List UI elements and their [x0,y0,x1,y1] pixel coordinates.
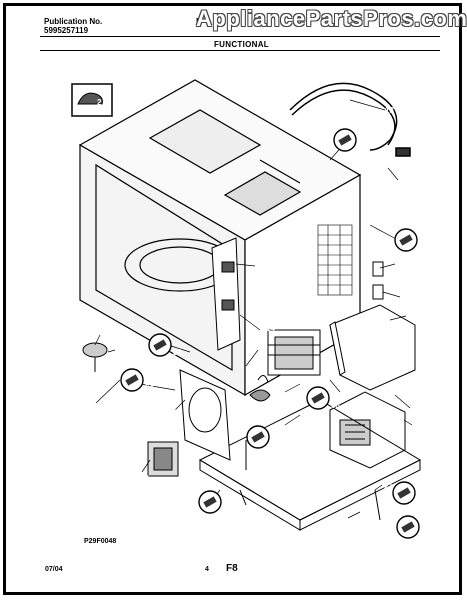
part-number: 35 [271,440,280,449]
part-number: 64 [145,383,154,392]
part-number: 63 [331,401,340,410]
watermark: AppliancePartsPros.com [196,6,467,31]
oven-cavity [78,79,362,397]
leader-lines [94,99,413,519]
part-callout-2: 2 [97,98,102,107]
part-callout-22: 22 [140,474,149,483]
fan-motor [147,441,179,477]
part-callout-65: 65 [198,490,232,514]
part-callout-11: 11 [418,176,427,185]
part-callout-14: 14 [266,324,275,333]
part-number: 21 [384,482,393,491]
manual-icon [71,83,113,117]
page-number: 4 [205,566,209,573]
vent-grille [317,224,353,296]
part-callout-52: 52 [246,366,255,375]
part-number: 5 [416,421,421,430]
part-callout-59: 59 [413,311,422,320]
part-number: 13 [385,106,394,115]
header-divider [40,36,440,37]
fastener-icon [401,521,415,533]
part-callout-54: 54 [285,424,294,433]
publication-label: Publication No. [44,17,103,26]
part-number: 69 [421,530,430,539]
mounting-bracket [329,304,416,391]
part-callout-31: 31 [148,333,182,357]
part-callout-5: 5 [416,421,421,430]
part-callout-16: 16 [80,401,89,410]
part-callout-12: 12 [278,377,287,386]
fan-assembly [179,369,271,461]
part-callout-17: 17 [406,293,415,302]
part-number: 25 [406,260,415,269]
part-number: 65 [223,505,232,514]
fastener-icon [311,392,325,404]
part-callout-13: 13 [385,106,394,115]
fastener-icon [251,431,265,443]
part-number: 59 [413,311,422,320]
part-callout-27: 27 [172,408,181,417]
publication-block: Publication No. 5995257119 [44,17,102,35]
base-plate [198,399,422,531]
thermostat [82,342,108,372]
part-number: 16 [80,401,89,410]
fastener-icon [125,374,139,386]
part-number: 41 [340,384,349,393]
screws [239,261,384,521]
part-number: 17 [406,293,415,302]
figure-id: P29F0048 [84,538,117,545]
revision-date: 07/04 [45,566,63,573]
part-number: 2 [97,98,102,107]
part-callout-25: 25 [406,260,415,269]
part-callout-21: 21 [384,482,393,491]
part-number: 52 [246,366,255,375]
part-callout-23: 23 [90,326,99,335]
part-number: 22 [140,474,149,483]
part-number: 32 [352,518,361,527]
fastener-icon [153,339,167,351]
part-number: 14 [266,324,275,333]
part-number: 52 [262,261,271,270]
part-number: 18 [417,496,426,505]
part-callout-41: 41 [340,384,349,393]
page-border [3,3,462,595]
header-divider-lower [40,50,440,51]
power-cord [289,82,411,157]
fastener-icon [338,134,352,146]
part-number: 11 [418,176,427,185]
part-number: 27 [172,408,181,417]
part-callout-32: 32 [352,518,361,527]
part-callout-65: 65 [333,128,367,152]
part-callout-30: 30 [120,346,129,355]
publication-number: 5995257119 [44,26,89,35]
part-callout-69: 69 [396,515,430,539]
fastener-icon [399,234,413,246]
part-callout-64: 64 [120,368,154,392]
switch-bracket [211,237,241,351]
fastener-icon [203,496,217,508]
part-number: 54 [285,424,294,433]
model-number: F [196,17,201,26]
part-callout-56: 56 [413,404,422,413]
fastener-icon [397,487,411,499]
part-callout-18: 18 [392,481,426,505]
part-callout-52: 52 [262,261,271,270]
transformer [329,391,406,469]
part-callout-63: 63 [306,386,340,410]
part-callout-35: 35 [246,425,280,449]
part-number: 65 [358,143,367,152]
page-code: F8 [226,563,238,574]
part-number: 23 [90,326,99,335]
part-number: 22 [419,243,428,252]
part-number: 30 [120,346,129,355]
magnetron [267,329,321,376]
part-number: 12 [278,377,287,386]
part-number: 56 [413,404,422,413]
section-title: FUNCTIONAL [214,40,269,49]
part-number: 31 [173,348,182,357]
part-callout-22: 22 [394,228,428,252]
